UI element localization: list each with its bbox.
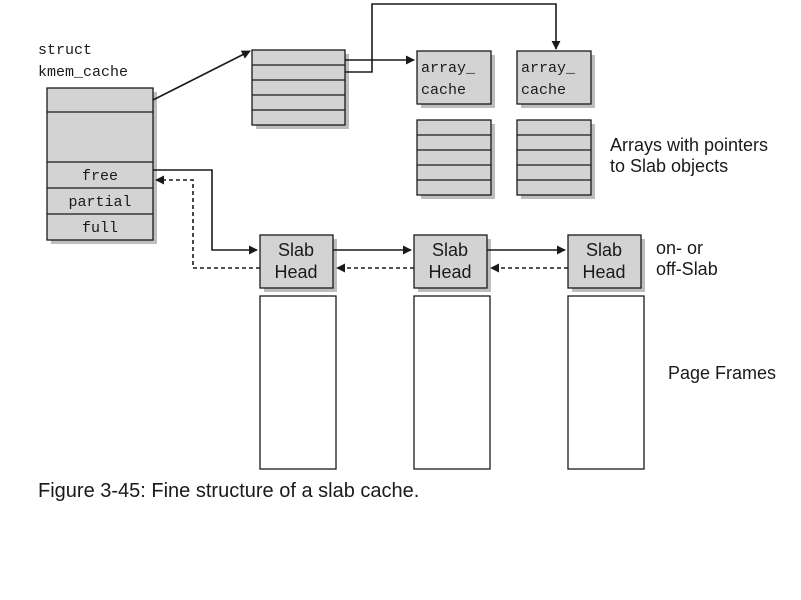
slab-note-line1: on- or <box>656 238 703 258</box>
slab-note-line2: off-Slab <box>656 259 718 279</box>
struct-label-line1: struct <box>38 42 92 59</box>
array-cache-2-line2: cache <box>521 82 566 99</box>
array-cache-2: array_ cache <box>516 50 595 108</box>
slab-head-3-line1: Slab <box>586 240 622 260</box>
page-frame-1 <box>259 295 337 470</box>
arrow-to-array-cache-2 <box>345 3 561 73</box>
field-full: full <box>82 220 118 237</box>
arrow-slab-back-to-free <box>155 175 260 269</box>
page-frame-3 <box>567 295 645 470</box>
slab-head-1: Slab Head <box>259 234 337 292</box>
figure-caption: Figure 3-45: Fine structure of a slab ca… <box>38 480 420 502</box>
object-pointer-array-1 <box>416 119 495 199</box>
array-cache-1-line1: array_ <box>421 60 476 77</box>
page-frame-2 <box>413 295 491 470</box>
field-free: free <box>82 168 118 185</box>
array-cache-1: array_ cache <box>416 50 495 108</box>
slab-head-1-line1: Slab <box>278 240 314 260</box>
slab-head-1-line2: Head <box>274 262 317 282</box>
slab-head-3-line2: Head <box>582 262 625 282</box>
array-cache-2-line1: array_ <box>521 60 576 77</box>
object-pointer-array-2 <box>516 119 595 199</box>
field-partial: partial <box>68 194 131 211</box>
arrow-free-to-slab <box>153 169 258 255</box>
page-frames-label: Page Frames <box>668 363 776 383</box>
slab-head-2-line2: Head <box>428 262 471 282</box>
slab-head-2-line1: Slab <box>432 240 468 260</box>
array-cache-1-line2: cache <box>421 82 466 99</box>
slab-head-2: Slab Head <box>413 234 491 292</box>
kmem-cache-struct: free partial full <box>46 87 157 244</box>
arrays-label-line1: Arrays with pointers <box>610 135 768 155</box>
arrow-struct-to-array <box>152 50 251 101</box>
cpu-pointer-array <box>251 49 349 129</box>
arrays-label-line2: to Slab objects <box>610 156 728 176</box>
struct-label-line2: kmem_cache <box>38 64 128 81</box>
slab-head-3: Slab Head <box>567 234 645 292</box>
